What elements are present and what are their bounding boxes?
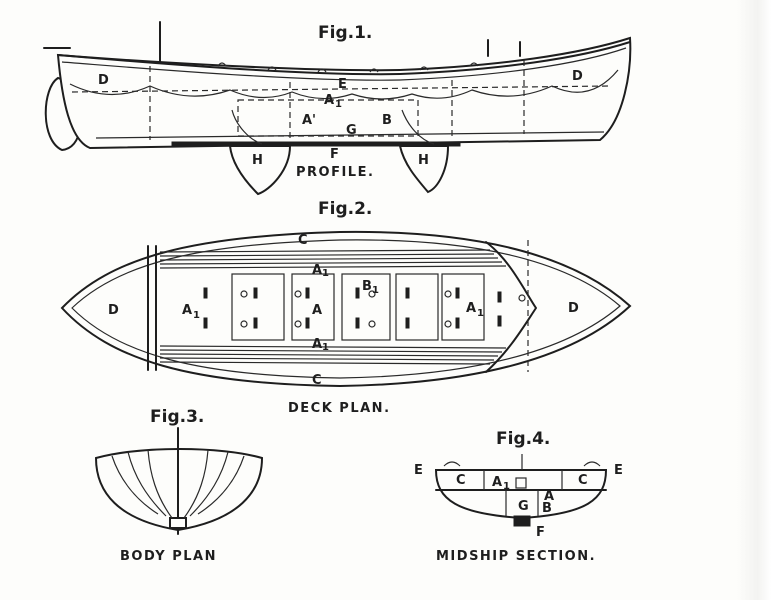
fig1-title: Fig.1.	[318, 23, 372, 43]
fig2-deck-plan: Fig.2.	[60, 199, 632, 416]
fig2-label-a1-bottom-sub: 1	[322, 342, 329, 353]
fig4-title: Fig.4.	[496, 429, 550, 449]
rope-loops	[217, 62, 479, 73]
fig2-caption: DECK PLAN.	[288, 401, 391, 416]
fig2-label-a1-right-sub: 1	[477, 308, 484, 319]
fig1-label-h-left: H	[252, 153, 263, 168]
sheer-line	[61, 47, 627, 81]
fig1-label-g: G	[346, 123, 357, 138]
deck-panel-4	[395, 273, 439, 341]
fig2-label-a1-bottom: A	[312, 337, 322, 352]
fig4-caption: MIDSHIP SECTION.	[436, 549, 596, 564]
profile-hull	[56, 36, 632, 150]
fig4-label-e-left: E	[414, 463, 423, 478]
fig4-label-a1: A	[492, 475, 502, 490]
side-planking-bottom	[159, 345, 507, 365]
fig4-label-b: B	[542, 501, 552, 516]
fig3-caption: BODY PLAN	[120, 549, 217, 564]
fig3-body-plan: Fig.3. BODY PLAN	[94, 407, 264, 564]
fig2-label-a1-left: A	[182, 303, 192, 318]
fig4-label-g: G	[518, 499, 529, 514]
fig4-label-c-left: C	[456, 473, 466, 488]
fore-deck-edge	[485, 241, 537, 373]
fig4-midship-section: Fig.4. E E C C A 1 A B G F MIDSHIP SECTI…	[414, 429, 623, 564]
fig4-label-a: A	[544, 489, 554, 504]
fig1-label-a1-sub: 1	[335, 99, 342, 110]
fig2-label-c-top: C	[298, 233, 308, 248]
fig2-label-b1-sub: 1	[372, 285, 379, 296]
fig2-label-d-left: D	[108, 303, 119, 318]
keel-arc-right	[401, 109, 435, 145]
fig1-label-f: F	[330, 147, 339, 162]
fig1-profile: Fig.1.	[43, 21, 632, 196]
fender-right	[583, 461, 601, 467]
body-keel	[169, 517, 187, 529]
drop-keel-left	[228, 145, 292, 196]
fig1-label-d-fore: D	[98, 73, 109, 88]
side-planking-top	[159, 249, 507, 269]
fig2-label-a1-left-sub: 1	[193, 310, 200, 321]
fig2-label-c-bottom: C	[312, 373, 322, 388]
fig4-label-c-right: C	[578, 473, 588, 488]
fender-left	[443, 461, 461, 467]
gunwale	[57, 41, 631, 76]
fig1-label-a1: A	[324, 93, 334, 108]
fig1-label-h-right: H	[418, 153, 429, 168]
scupper-marks	[203, 287, 526, 329]
fig1-label-a-prime: A'	[302, 113, 316, 128]
waterline	[95, 131, 605, 139]
fig2-label-a-center: A	[312, 303, 322, 318]
midship-well	[515, 477, 527, 489]
fig4-label-a1-sub: 1	[503, 481, 510, 492]
fig2-label-a1-top: A	[312, 263, 322, 278]
keel-arc-left	[231, 109, 263, 145]
deck-panel-1	[231, 273, 285, 341]
fig2-label-b1: B	[362, 279, 372, 294]
deck-inner-outline	[71, 239, 621, 379]
paper-edge	[737, 0, 771, 600]
deck-panel-5	[441, 273, 485, 341]
deck-panel-3	[341, 273, 391, 341]
fig3-title: Fig.3.	[150, 407, 204, 427]
fig2-title: Fig.2.	[318, 199, 372, 219]
fig1-caption: PROFILE.	[296, 165, 374, 180]
body-frames	[111, 449, 245, 519]
fig1-label-b: B	[382, 113, 392, 128]
midship-keel	[513, 515, 531, 527]
fig4-label-e-right: E	[614, 463, 623, 478]
fig4-label-f: F	[536, 525, 545, 540]
deck-panel-2	[291, 273, 335, 341]
fig2-label-d-right: D	[568, 301, 579, 316]
drop-keel-right	[398, 145, 450, 194]
fig1-label-d-aft: D	[572, 69, 583, 84]
fig2-label-a1-right: A	[466, 301, 476, 316]
fig1-label-e: E	[338, 77, 347, 92]
ballast-case	[237, 99, 419, 137]
fig2-label-a1-top-sub: 1	[322, 268, 329, 279]
keel-bar	[171, 141, 461, 147]
